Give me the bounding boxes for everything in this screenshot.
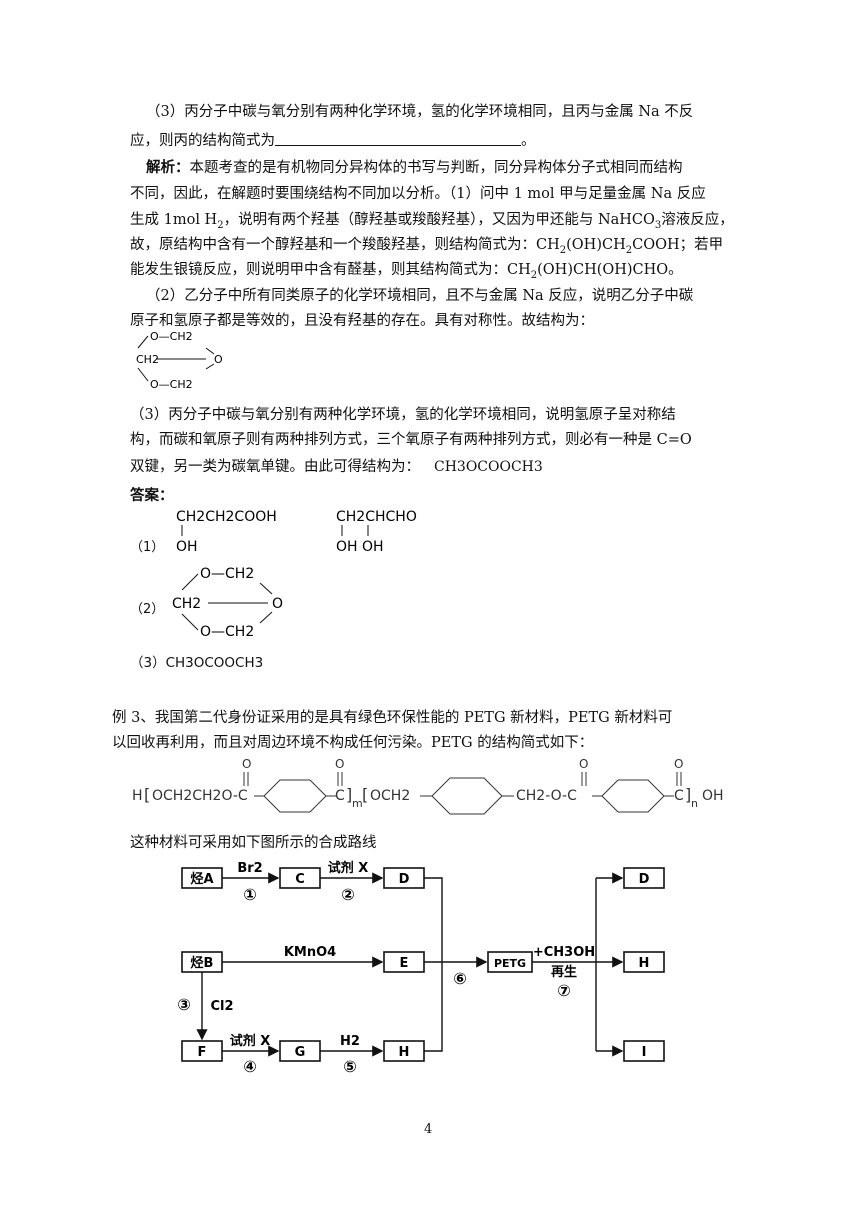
analysis-label: 解析： [146,159,190,176]
label-regeneration: 再生 [551,964,577,980]
svg-text:OH: OH [176,539,198,555]
svg-text:m: m [352,797,363,810]
svg-text:CH2-O-C: CH2-O-C [516,788,577,804]
svg-text:O: O [242,757,251,771]
svg-text:CH2: CH2 [172,596,201,612]
trioxane-structure-small: O—CH2 CH2 O O—CH2 [136,330,223,391]
answer-1-structures: CH2CH2COOH OH CH2CHCHO OH OH [176,509,417,555]
answer-2-label: （2） [130,602,165,617]
svg-text:OH: OH [702,788,724,804]
analysis-line1: 解析：本题考查的是有机物同分异构体的书写与判断，同分异构体分子式相同而结构 [146,159,683,176]
answer-label: 答案： [130,487,174,504]
step-2: ② [341,885,355,904]
analysis-p2-line1: （2）乙分子中所有同类原子的化学环境相同，且不与金属 Na 反应，说明乙分子中碳 [146,288,694,304]
box-petg: PETG [494,957,526,970]
svg-text:O: O [674,757,683,771]
svg-text:C: C [335,788,345,804]
reagent-h2: H2 [340,1034,360,1049]
analysis-p3-line3: 双键，另一类为碳氧单键。由此可得结构为：CH3OCOOCH3 [130,459,543,475]
svg-text:OH OH: OH OH [336,539,384,555]
box-h-regen: H [639,956,650,971]
svg-text:C: C [674,788,684,804]
box-i: I [642,1045,647,1060]
reagent-br2: Br2 [237,861,262,876]
answer-blank [275,132,521,146]
analysis-line2: 不同，因此，在解题时要围绕结构不同加以分析。（1）问中 1 mol 甲与足量金属… [130,186,706,202]
analysis-line3: 生成 1mol H2，说明有两个羟基（醇羟基或羧酸羟基），又因为甲还能与 NaH… [130,212,734,231]
synthesis-route-diagram: 烃A C D 烃B E F G H PETG D H I Br2 ① 试剂 X … [177,860,665,1076]
svg-text:CH2CHCHO: CH2CHCHO [336,509,417,525]
ring-bottom-label: O—CH2 [150,378,193,391]
box-d: D [399,872,410,887]
ring-top-label: O—CH2 [150,330,193,343]
svg-text:O—CH2: O—CH2 [200,624,254,640]
answer-1-label: （1） [130,540,165,555]
svg-text:[: [ [362,785,368,804]
step-1: ① [243,885,257,904]
question-3-line1: （3）丙分子中碳与氧分别有两种化学环境，氢的化学环境相同，且丙与金属 Na 不反 [146,104,694,120]
svg-text:O—CH2: O—CH2 [200,566,254,582]
svg-text:OCH2CH2O-C: OCH2CH2O-C [152,788,248,804]
analysis-line5: 能发生银镜反应，则说明甲中含有醛基，则其结构简式为：CH2(OH)CH(OH)C… [130,262,683,281]
step-4: ④ [243,1057,257,1076]
box-d-regen: D [639,872,650,887]
analysis-p3-line2: 构，而碳和氧原子则有两种排列方式，三个氧原子有两种排列方式，则必有一种是 C=O [130,432,692,448]
box-g: G [295,1045,306,1060]
svg-text:]: ] [346,785,352,804]
svg-text:[: [ [144,785,150,804]
example3-line2: 以回收再利用，而且对周边环境不构成任何污染。PETG 的结构简式如下： [112,735,594,751]
ring-left-label: CH2 [136,353,159,366]
svg-text:O: O [335,757,344,771]
svg-text:]: ] [685,785,691,804]
box-e: E [400,956,409,971]
example3-line1: 例 3、我国第二代身份证采用的是具有绿色环保性能的 PETG 新材料，PETG … [112,710,673,726]
svg-text:CH2CH2COOH: CH2CH2COOH [176,509,277,525]
reagent-x-2: 试剂 X [230,1033,271,1049]
box-hydrocarbon-b: 烃B [191,955,214,971]
box-hydrocarbon-a: 烃A [190,871,213,887]
svg-text:O: O [272,596,283,612]
reagent-kmno4: KMnO4 [284,945,336,960]
svg-text:O: O [579,757,588,771]
analysis-p2-line2: 原子和氢原子都是等效的，且没有羟基的存在。具有对称性。故结构为： [130,313,594,329]
reagent-x-1: 试剂 X [328,860,369,876]
box-c: C [295,872,305,887]
dimethyl-carbonate-formula: CH3OCOOCH3 [434,459,543,475]
step-6: ⑥ [453,969,467,988]
question-3-line2: 应，则丙的结构简式为。 [130,132,536,149]
svg-text:n: n [691,797,698,810]
answer-3: （3）CH3OCOOCH3 [130,655,264,671]
trioxane-structure-answer: O—CH2 CH2 O O—CH2 [172,566,283,640]
route-intro: 这种材料可采用如下图所示的合成路线 [130,835,377,851]
ring-right-label: O [214,353,223,366]
svg-text:OCH2: OCH2 [370,788,410,804]
analysis-line4: 故，原结构中含有一个醇羟基和一个羧酸羟基，则结构简式为：CH2(OH)CH2CO… [130,237,724,256]
petg-structure-formula: H [ OCH2CH2O-C O C O ] m [ OCH2 CH2-O-C … [132,757,724,815]
reagent-cl2: Cl2 [210,999,233,1014]
step-5: ⑤ [343,1057,357,1076]
page-number: 4 [424,1122,433,1137]
svg-text:H: H [132,788,143,804]
step-3: ③ [177,995,191,1014]
reagent-methanol: +CH3OH [533,945,595,960]
analysis-p3-line1: （3）丙分子中碳与氧分别有两种化学环境，氢的化学环境相同，说明氢原子呈对称结 [130,407,676,423]
box-f: F [198,1045,207,1060]
step-7: ⑦ [557,981,571,1000]
box-h: H [399,1045,410,1060]
